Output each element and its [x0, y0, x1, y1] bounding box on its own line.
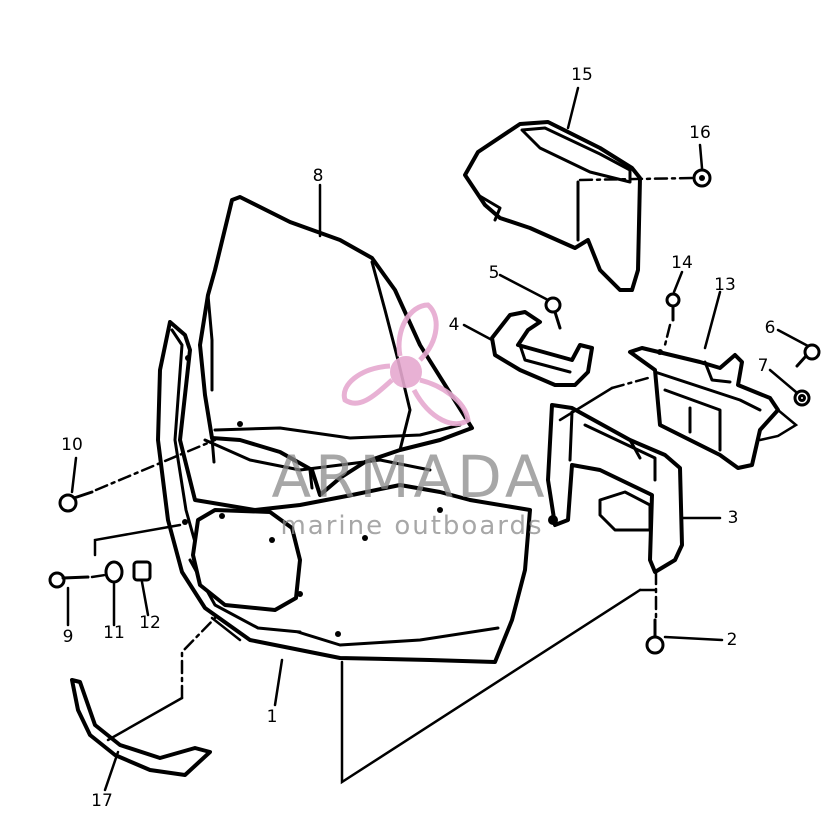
callout-4: 4: [449, 315, 460, 335]
propeller-logo-icon: [341, 302, 471, 427]
part-15-instrument-cover[interactable]: [463, 120, 642, 292]
callout-5: 5: [489, 263, 500, 283]
part-12-nut[interactable]: [132, 560, 152, 582]
leader-lines: [66, 86, 810, 792]
callout-11: 11: [103, 623, 125, 643]
part-4-bracket[interactable]: [490, 310, 594, 387]
part-1-fairing[interactable]: [156, 320, 532, 664]
part-14-bolt[interactable]: [665, 292, 681, 322]
callout-labels: 15 16 8 5 4 14 13 6 7 3 2 10 9 11 12 1 1…: [61, 65, 775, 811]
part-2-bolt[interactable]: [645, 618, 665, 655]
part-8-windscreen[interactable]: [198, 195, 474, 497]
assembly-line-14-13: [663, 323, 672, 347]
watermark: ARMADA marine outboards: [271, 302, 548, 541]
callout-1: 1: [267, 707, 278, 727]
assembly-line-15-16: [578, 176, 696, 182]
watermark-tagline: marine outboards: [280, 511, 543, 541]
callout-15: 15: [571, 65, 593, 85]
part-10-bolt[interactable]: [58, 490, 94, 513]
callout-13: 13: [714, 275, 736, 295]
callout-8: 8: [313, 166, 324, 186]
part-5-bolt[interactable]: [544, 296, 562, 330]
part-7-washer[interactable]: [793, 389, 811, 407]
callout-17: 17: [91, 791, 113, 811]
callout-3: 3: [728, 508, 739, 528]
part-3-mounting-frame[interactable]: [546, 403, 684, 574]
callout-9: 9: [63, 627, 74, 647]
part-6-bolt[interactable]: [795, 343, 821, 368]
callout-10: 10: [61, 435, 83, 455]
callout-14: 14: [671, 253, 693, 273]
callout-2: 2: [727, 630, 738, 650]
watermark-brand: ARMADA: [271, 443, 548, 511]
part-16-nut[interactable]: [692, 168, 712, 188]
callout-7: 7: [758, 356, 769, 376]
assembly-line-10: [94, 438, 217, 492]
part-17-trim-strip[interactable]: [70, 678, 212, 777]
part-11-grommet[interactable]: [104, 560, 124, 584]
assembly-line-9: [90, 573, 107, 579]
callout-12: 12: [139, 613, 161, 633]
callout-6: 6: [765, 318, 776, 338]
callout-16: 16: [689, 123, 711, 143]
assembly-line-17: [180, 616, 217, 700]
part-9-bolt[interactable]: [48, 571, 90, 589]
